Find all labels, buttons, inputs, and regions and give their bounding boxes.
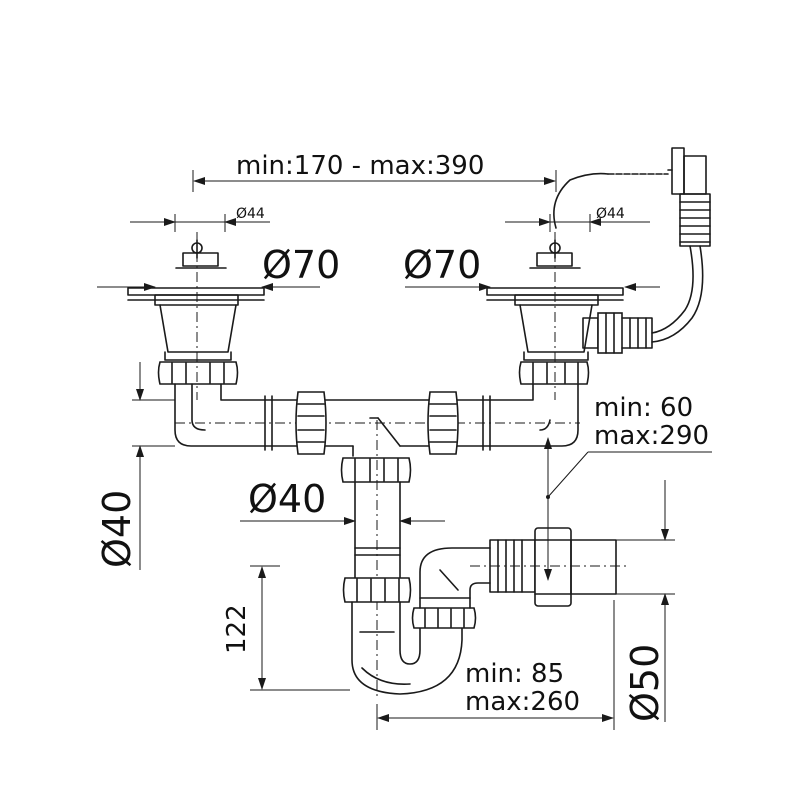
overflow-hose-corrugated [679, 193, 711, 247]
left-pipe-diameter-label: Ø40 [95, 490, 139, 568]
outlet-pipe [470, 527, 630, 607]
drop-pipe-diameter-dimension: Ø40 [240, 477, 445, 525]
left-inlet-label: Ø44 [236, 206, 265, 222]
left-pipe-diameter-dimension: Ø40 [95, 362, 175, 570]
vertical-drop-pipe [340, 420, 412, 700]
drop-max-label: max:290 [594, 421, 709, 451]
right-inlet-label: Ø44 [596, 206, 625, 222]
connector-diameter-label: Ø50 [623, 644, 667, 722]
right-bowl-label: Ø70 [403, 243, 481, 287]
trap-height-label: 122 [222, 604, 252, 654]
connector-diameter-dimension: Ø50 [616, 480, 675, 722]
outlet-length-dimension: min: 85 max:260 [376, 600, 615, 730]
drop-pipe-diameter-label: Ø40 [248, 477, 326, 521]
drop-min-label: min: 60 [594, 393, 693, 423]
u-trap [351, 547, 491, 695]
left-bowl-dimension: Ø70 [97, 243, 340, 291]
right-inlet-dimension: Ø44 [505, 206, 650, 232]
right-bowl-dimension: Ø70 [403, 243, 660, 291]
outlet-max-label: max:260 [465, 687, 580, 717]
left-inlet-dimension: Ø44 [130, 206, 270, 232]
left-strainer [127, 232, 265, 400]
left-bowl-label: Ø70 [262, 243, 340, 287]
horizontal-branch-pipe [174, 383, 580, 457]
trap-height-dimension: 122 [222, 565, 350, 691]
overall-span-label: min:170 - max:390 [236, 151, 484, 181]
overall-span-dimension: min:170 - max:390 [192, 151, 557, 192]
right-strainer [486, 232, 653, 400]
overflow-assembly [553, 147, 711, 343]
drop-height-dimension: min: 60 max:290 [544, 393, 712, 581]
outlet-min-label: min: 85 [465, 659, 564, 689]
